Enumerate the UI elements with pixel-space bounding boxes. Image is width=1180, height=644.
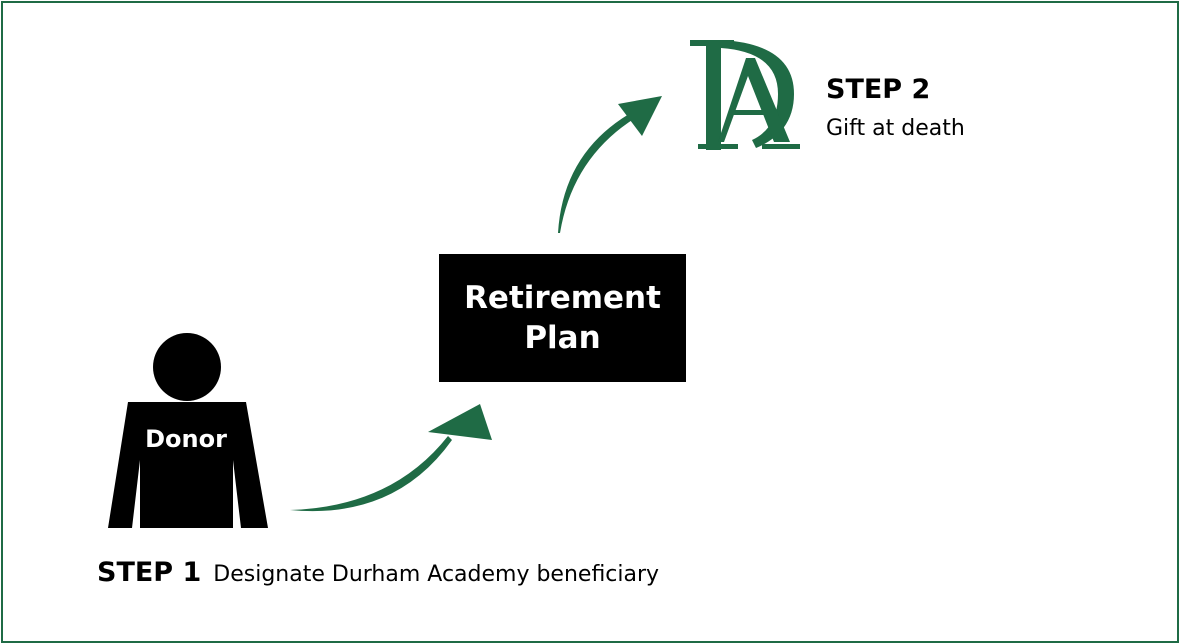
durham-academy-logo	[690, 40, 800, 150]
step2-title: STEP 2	[826, 74, 931, 105]
step2-description: Gift at death	[826, 116, 965, 141]
step1-caption: STEP 1 Designate Durham Academy benefici…	[97, 554, 659, 594]
donor-label: Donor	[145, 425, 227, 453]
arrow-plan-to-logo	[558, 96, 662, 233]
plan-label-line2: Plan	[524, 320, 601, 356]
arrow-donor-to-plan	[290, 404, 492, 512]
retirement-plan-box: Retirement Plan	[439, 254, 686, 382]
step1-description: Designate Durham Academy beneficiary	[213, 562, 660, 587]
plan-label-line1: Retirement	[464, 280, 661, 316]
donor-figure-icon	[108, 333, 268, 528]
step1-title: STEP 1	[97, 557, 202, 588]
